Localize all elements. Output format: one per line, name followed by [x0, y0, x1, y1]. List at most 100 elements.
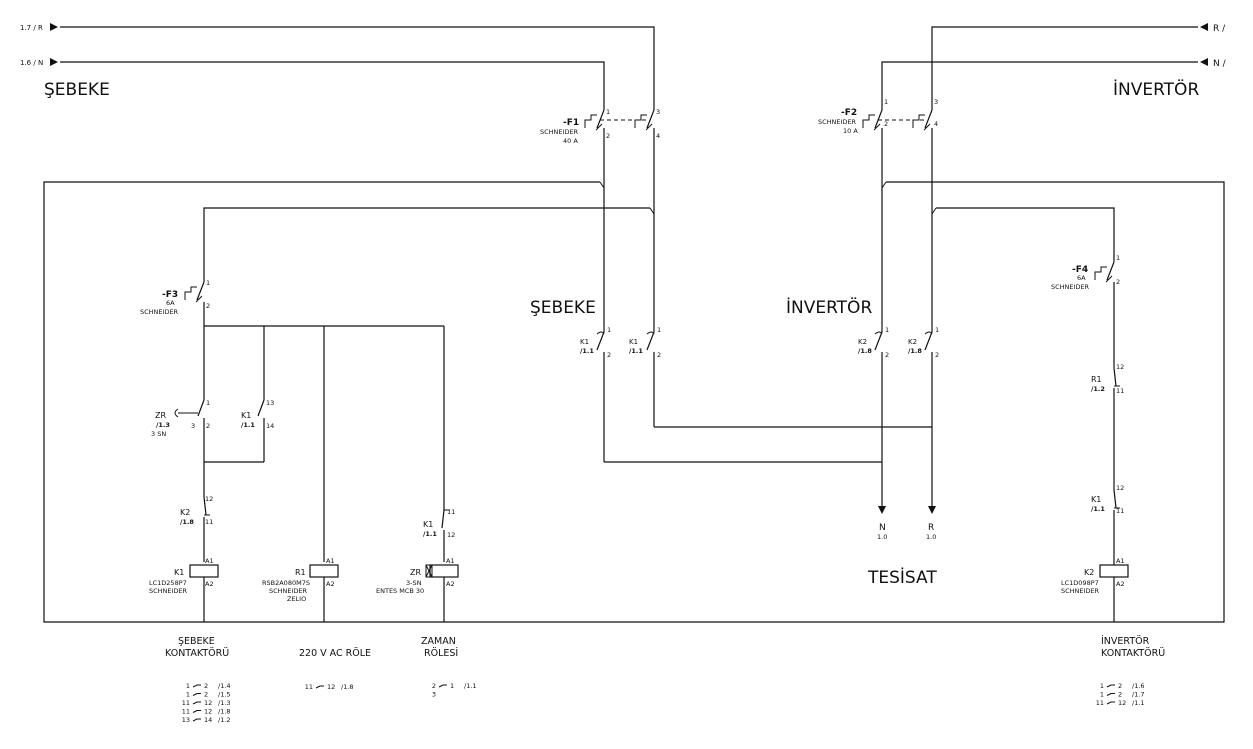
crossref-table-r1: 11 12/1.8: [305, 683, 354, 691]
crossref-a: 13: [182, 716, 190, 724]
coils: [189, 564, 1129, 622]
crossref-a: 11: [1096, 699, 1104, 707]
crossref-b: 2: [204, 682, 208, 690]
contact-symbol: [315, 685, 324, 689]
k2b-ref: /1.8: [908, 347, 922, 355]
f1-brand: SCHNEIDER: [540, 128, 579, 136]
k1-coil-a1: A1: [205, 557, 214, 565]
k1-hold-t2: 14: [266, 422, 274, 430]
f1-t1: 1: [606, 108, 610, 116]
k1-hold-ref: /1.1: [241, 421, 255, 429]
contact-symbol: [192, 710, 201, 713]
f1-t4: 4: [656, 132, 660, 140]
contact-symbol: [1106, 693, 1115, 696]
k2-coil-brand: SCHNEIDER: [1061, 587, 1100, 595]
k1-hold-tag: K1: [241, 411, 251, 420]
f2-t3: 3: [934, 98, 938, 106]
k2a-tag: K2: [858, 338, 867, 346]
crossref-b: 12: [327, 683, 335, 691]
caption-sebeke-2: KONTAKTÖRÜ: [165, 648, 229, 659]
contact-symbol: [1106, 684, 1115, 688]
f4-rating: 6A: [1077, 274, 1086, 282]
zr-ref: /1.3: [156, 421, 170, 429]
k2-nc-t1: 12: [205, 495, 213, 503]
crossref-a: 11: [182, 708, 190, 716]
k1a-t1: 1: [607, 326, 611, 334]
heading-sebeke-mid: ŞEBEKE: [530, 298, 596, 318]
k1-nc-zr-ref: /1.1: [423, 530, 437, 538]
k2-coil-tag: K2: [1084, 568, 1094, 577]
k2a-t2: 2: [885, 351, 889, 359]
contact-symbol: [438, 684, 447, 688]
crossref-a: 11: [305, 683, 313, 691]
k2-coil-a1: A1: [1116, 557, 1125, 565]
f1-t2: 2: [606, 132, 610, 140]
f1-tag: -F1: [563, 118, 579, 128]
k1-nc-k2-ref: /1.1: [1091, 505, 1105, 513]
crossref-b: 2: [1118, 682, 1122, 690]
crossref-b: 12: [1118, 699, 1126, 707]
contact-symbol: [1106, 701, 1115, 705]
k1b-t2: 2: [657, 351, 661, 359]
crossref-b: 2: [204, 691, 208, 699]
k1b-ref: /1.1: [629, 347, 643, 355]
zr-tag: ZR: [155, 411, 166, 420]
caption-invertor-2: KONTAKTÖRÜ: [1101, 648, 1165, 659]
crossref-b: 14: [204, 716, 212, 724]
crossref-ref: /1.4: [218, 682, 231, 690]
f2-tag: -F2: [841, 108, 857, 118]
crossref-ref: /1.1: [1132, 699, 1145, 707]
r1-coil-model: RSB2A080M7S: [262, 579, 310, 587]
f1-t3: 3: [656, 108, 660, 116]
zr-coil-brand: ENTES MCB 30: [376, 587, 424, 595]
f1-rating: 40 A: [563, 137, 578, 145]
crossref-ref: /1.8: [218, 708, 231, 716]
label-right-n: N /: [1213, 59, 1227, 69]
breaker-f1: [584, 109, 655, 332]
crossref-ref: /1.8: [341, 683, 354, 691]
r1-coil-sub: ZELIO: [287, 595, 306, 603]
k1a-ref: /1.1: [580, 347, 594, 355]
k2-nc-tag: K2: [180, 508, 190, 517]
k1-nc-k2-t2: 11: [1116, 507, 1124, 515]
k1-hold-t1: 13: [266, 399, 274, 407]
zr-t2: 2: [206, 422, 210, 430]
r1-coil-brand: SCHNEIDER: [269, 587, 308, 595]
control-bus: [43, 181, 1225, 623]
r1-nc-ref: /1.2: [1091, 385, 1105, 393]
caption-sebeke-1: ŞEBEKE: [178, 636, 215, 647]
f2-rating: 10 A: [843, 127, 858, 135]
k1a-t2: 2: [607, 351, 611, 359]
k1b-tag: K1: [629, 338, 638, 346]
zr-coil-model: 3-SN: [406, 579, 422, 587]
f3-t1: 1: [206, 279, 210, 287]
output-n-ref: 1.0: [877, 533, 887, 541]
k2a-ref: /1.8: [858, 347, 872, 355]
k2-coil-model: LC1D098P7: [1061, 579, 1099, 587]
crossref-a: 3: [432, 691, 436, 699]
crossref-ref: /1.2: [218, 716, 231, 724]
output-r-ref: 1.0: [926, 533, 936, 541]
f3-tag: -F3: [162, 290, 178, 300]
f2-t2: 2: [884, 120, 888, 128]
output-r-label: R: [928, 523, 934, 533]
r1-nc-t1: 12: [1116, 363, 1124, 371]
r1-coil-tag: R1: [295, 568, 306, 577]
caption-role-220: 220 V AC RÖLE: [299, 648, 371, 659]
contact-symbol: [192, 684, 201, 688]
k2-nc-ref: /1.8: [180, 518, 194, 526]
crossref-a: 2: [432, 682, 436, 690]
k2-nc-t2: 11: [205, 518, 213, 526]
zr-coil-a1: A1: [446, 557, 455, 565]
k1-nc-zr-t1: 11: [447, 508, 455, 516]
k2-coil-a2: A2: [1116, 580, 1125, 588]
f3-t2: 2: [206, 302, 210, 310]
crossref-a: 1: [1100, 682, 1104, 690]
f3-rating: 6A: [166, 299, 175, 307]
f4-brand: SCHNEIDER: [1051, 283, 1090, 291]
supply-lines: [50, 23, 1208, 110]
